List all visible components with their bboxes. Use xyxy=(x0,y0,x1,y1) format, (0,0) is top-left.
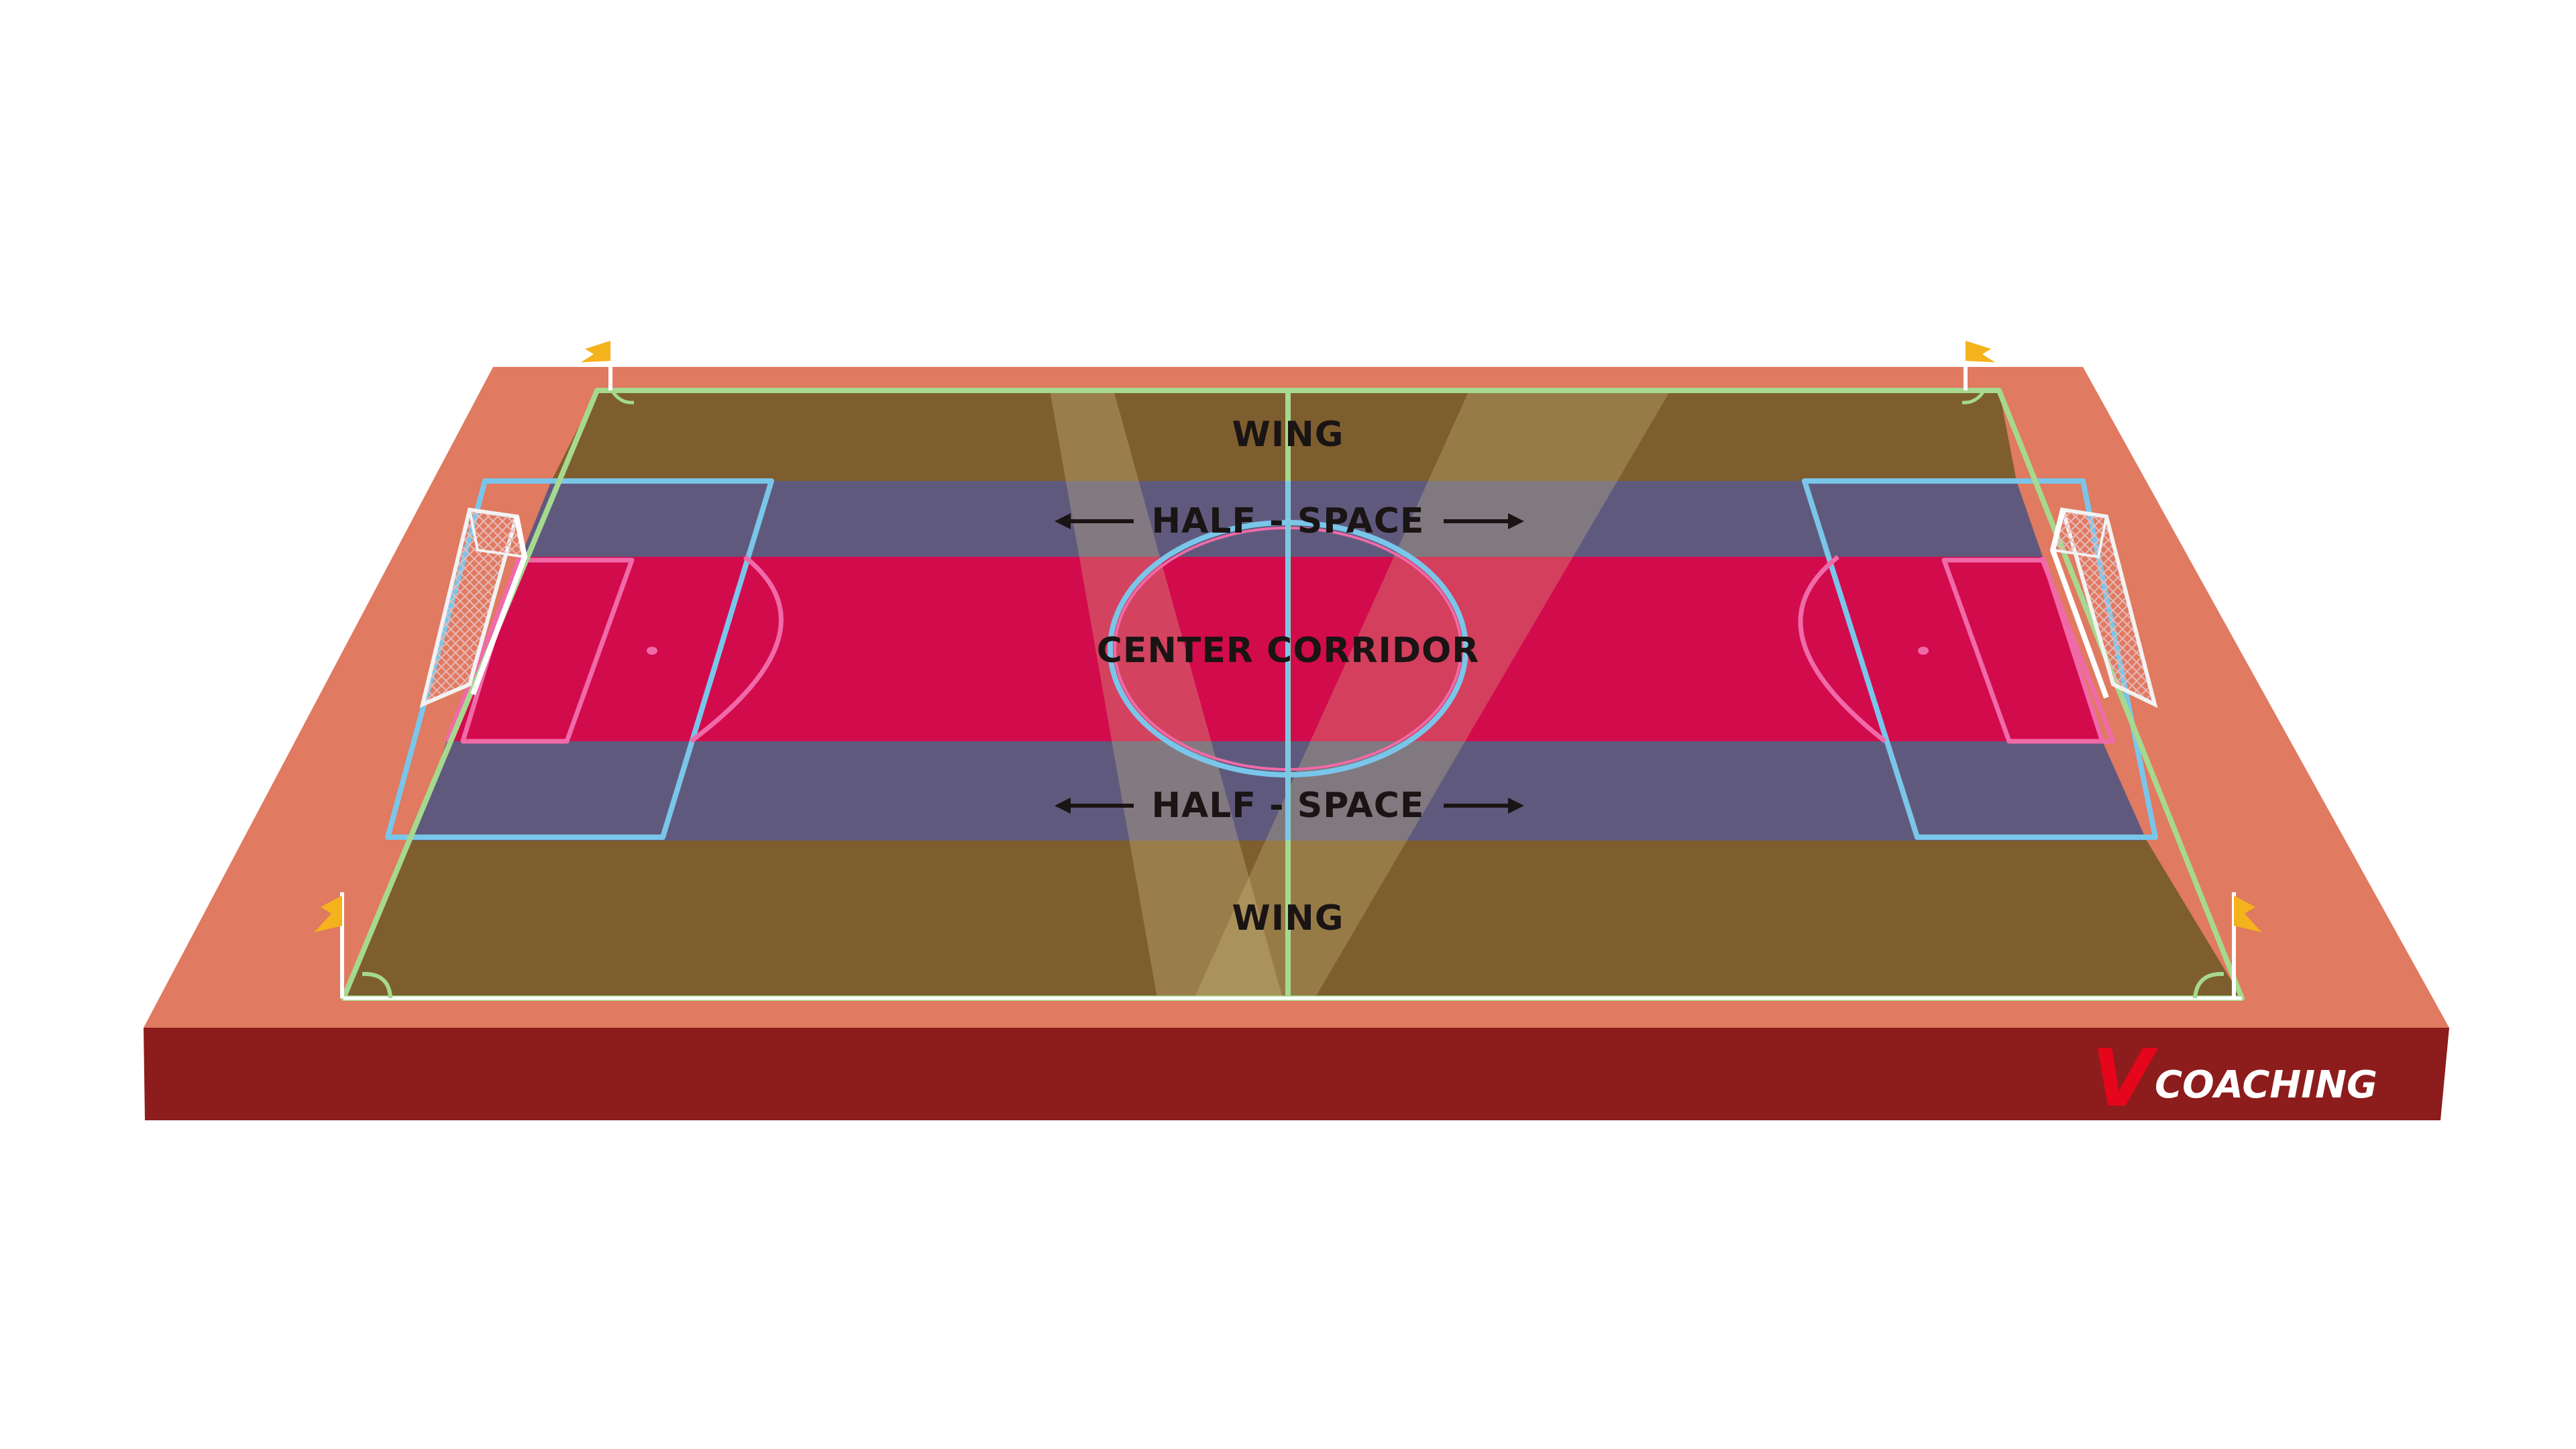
corridor-edge-right xyxy=(2040,555,2105,743)
goal-net-icon xyxy=(2049,507,2158,708)
light-beam-right xyxy=(1194,390,1670,998)
light-beams xyxy=(1050,390,1670,998)
penalty-arc-right xyxy=(1798,555,1887,743)
corner-arc-bottom-left xyxy=(362,971,392,999)
goal-area-left xyxy=(460,557,635,744)
penalty-area-left xyxy=(385,478,774,840)
vcoaching-logo: V COACHING xyxy=(2092,1032,2377,1124)
corner-arc-top-left xyxy=(610,389,635,405)
half-space-bottom-label-group: HALF - SPACE xyxy=(1055,786,1524,826)
center-corridor-band xyxy=(447,557,2102,741)
arrow-left-icon xyxy=(1055,798,1071,814)
pitch-markings xyxy=(341,388,2245,1001)
arrow-right-icon xyxy=(1508,798,1524,814)
corridor-edge-left xyxy=(444,555,523,743)
platform-side xyxy=(144,1028,2449,1120)
arrow-right-icon xyxy=(1508,513,1524,529)
penalty-arc-left xyxy=(689,555,784,743)
corner-arc-bottom-right xyxy=(2193,971,2224,999)
logo-v-mark: V xyxy=(2092,1032,2159,1124)
zone-bands xyxy=(343,390,2242,998)
arrow-left-icon xyxy=(1055,513,1071,529)
light-beam-left xyxy=(1050,390,1283,998)
penalty-spot-right xyxy=(1918,647,1929,655)
penalty-area-right xyxy=(1802,478,2158,840)
label-half-space-top: HALF - SPACE xyxy=(1152,501,1425,541)
half-space-top-band xyxy=(521,481,2043,557)
label-wing-top: WING xyxy=(1232,415,1344,455)
corner-arc-top-right xyxy=(1962,389,1986,405)
wing-bottom-band xyxy=(343,841,2242,998)
corner-flag-icon xyxy=(1964,339,1995,390)
penalty-spot-left xyxy=(647,647,657,655)
wing-top-band xyxy=(551,390,2017,481)
label-half-space-bottom: HALF - SPACE xyxy=(1152,786,1425,826)
corner-flag-icon xyxy=(314,892,344,998)
goal-net-icon xyxy=(419,507,528,708)
label-wing-bottom: WING xyxy=(1232,898,1344,938)
corner-flag-icon xyxy=(2232,892,2262,998)
label-center-corridor: CENTER CORRIDOR xyxy=(1097,631,1480,671)
half-space-bottom-band xyxy=(412,741,2147,841)
goal-area-right xyxy=(1941,557,2116,744)
half-space-top-label-group: HALF - SPACE xyxy=(1055,501,1524,541)
logo-wordmark: COACHING xyxy=(2155,1063,2377,1107)
corner-flag-icon xyxy=(581,339,612,390)
